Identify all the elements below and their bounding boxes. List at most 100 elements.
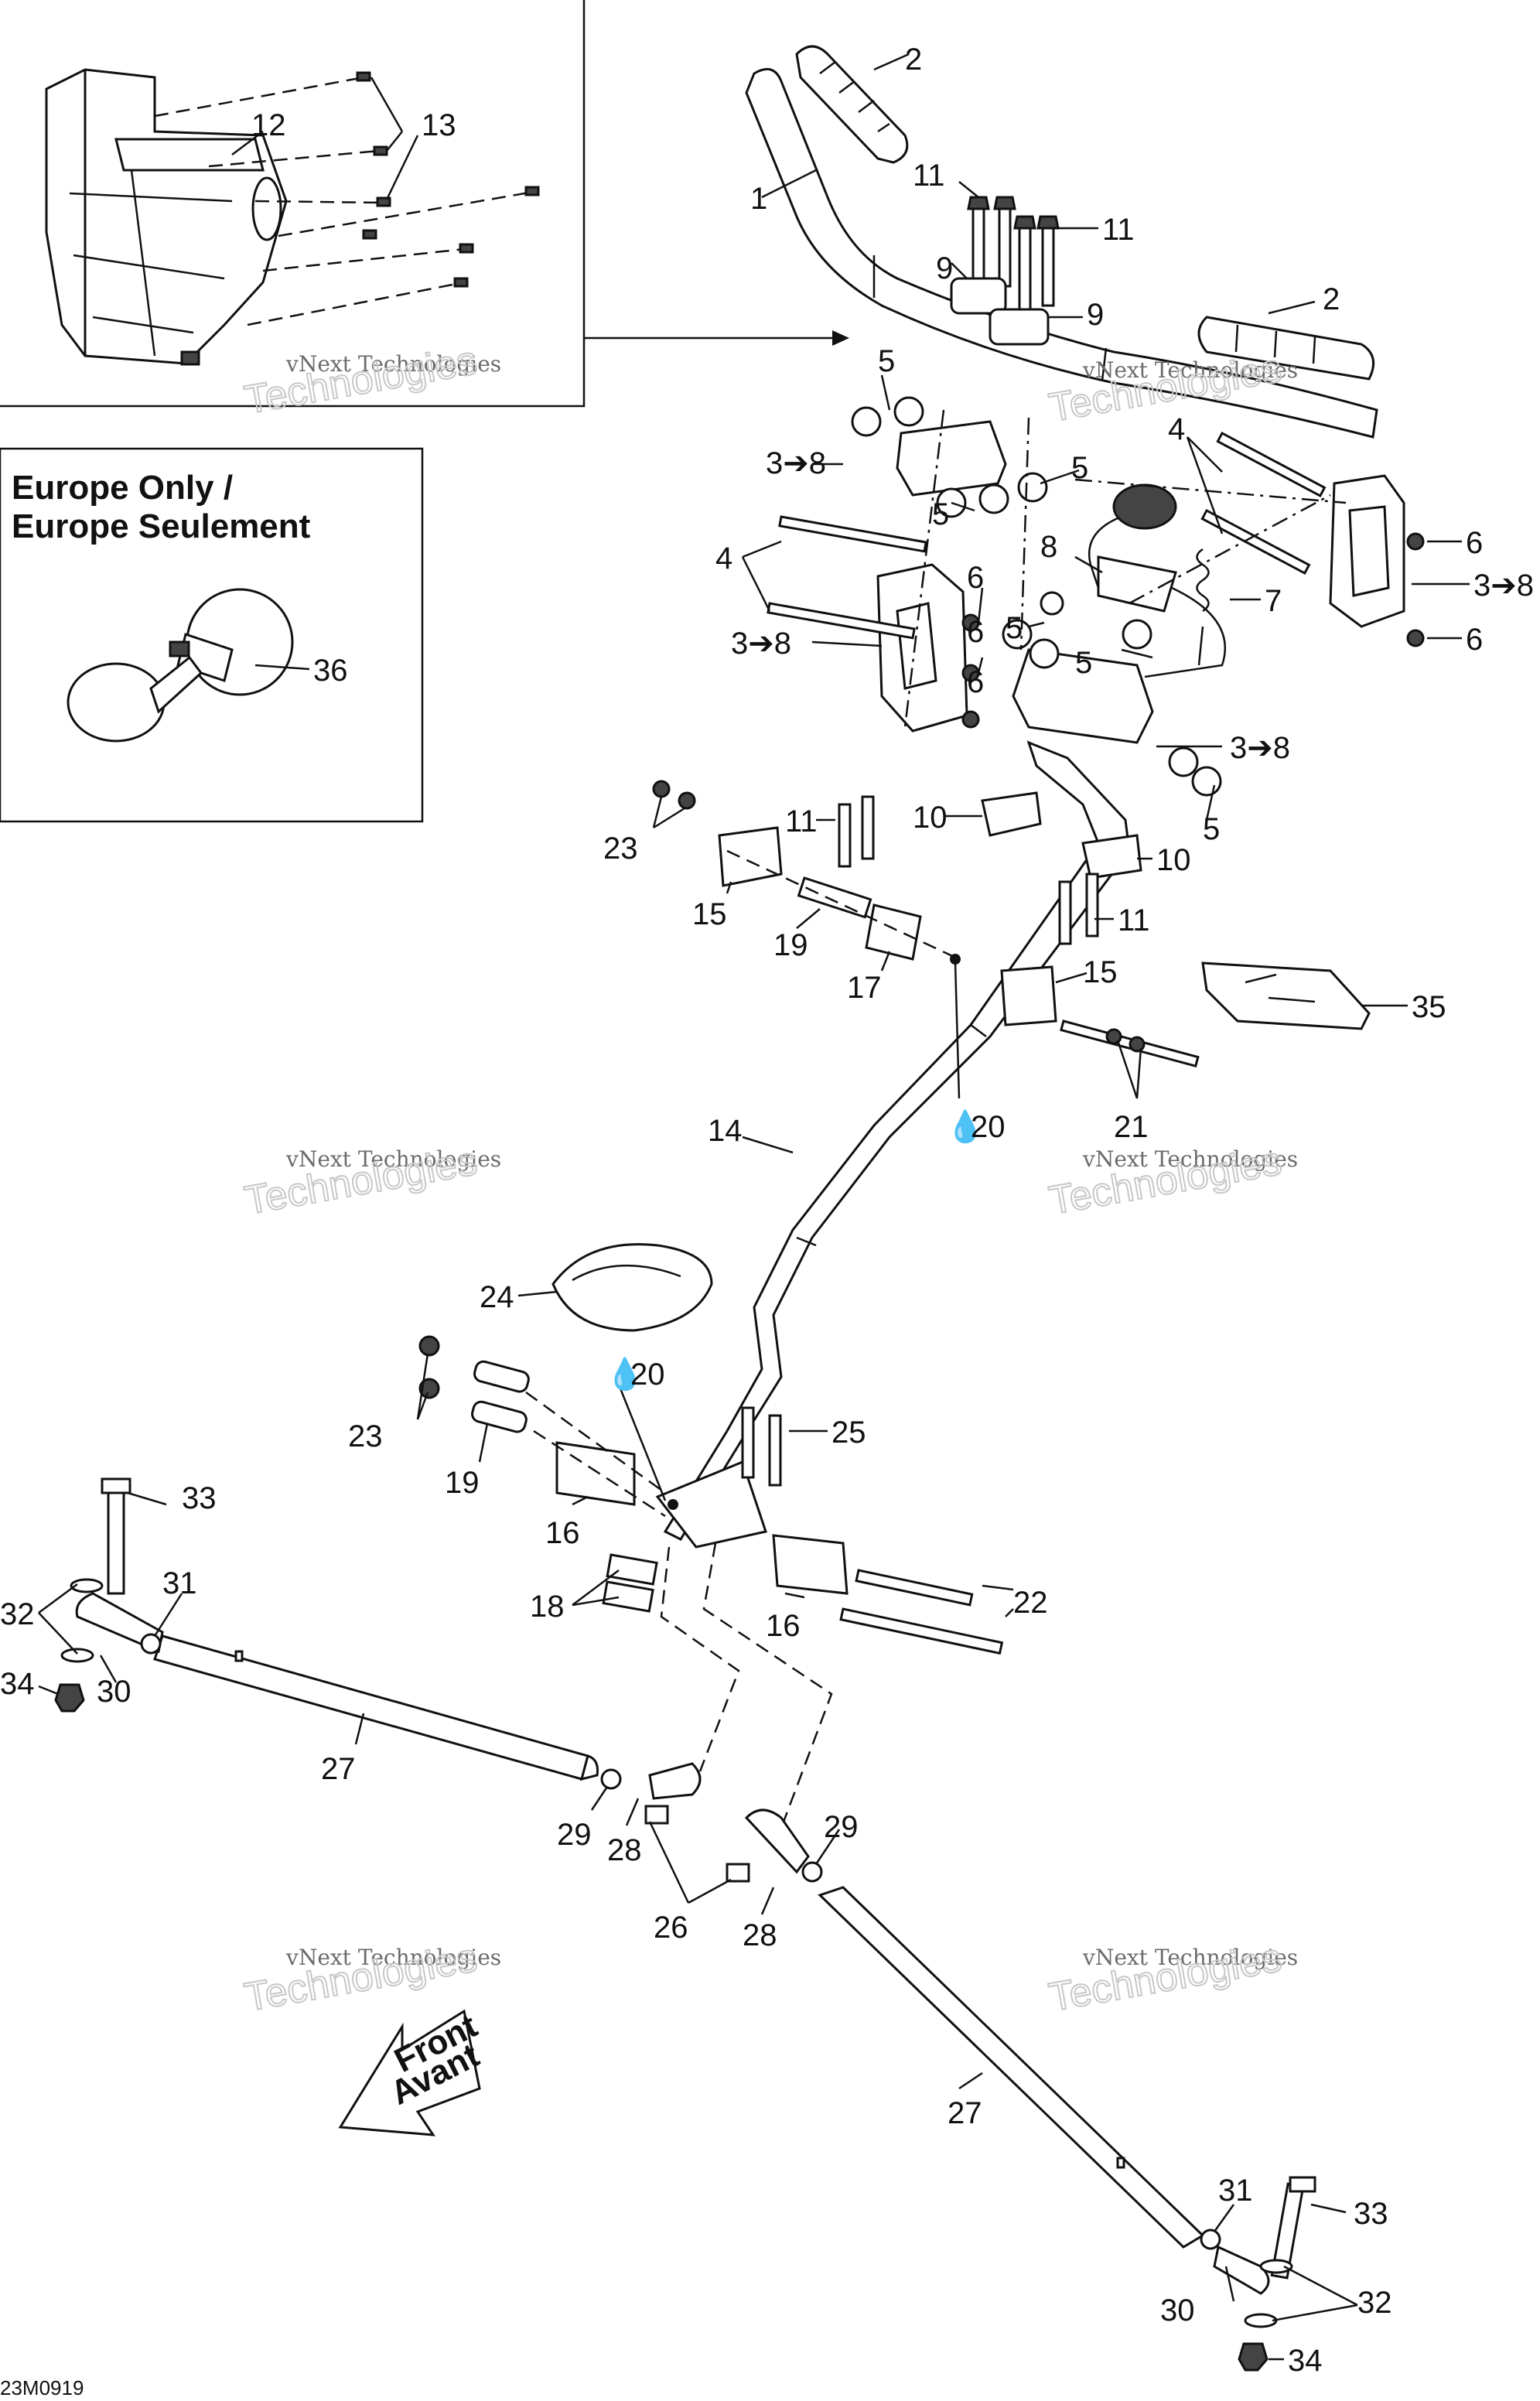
callout-29b: 29 <box>824 1810 859 1844</box>
nut-31b <box>1200 2229 1221 2250</box>
europe-inset-title-line2: Europe Seulement <box>12 507 311 545</box>
grip-left <box>795 45 909 164</box>
tie-rod-end-30a <box>75 1592 164 1654</box>
callout-1: 1 <box>750 182 767 216</box>
callout-31b: 31 <box>1218 2174 1253 2208</box>
clamp-10a <box>981 791 1042 837</box>
bushing-15a <box>718 826 783 887</box>
callout-24: 24 <box>480 1280 514 1314</box>
watermark-text: vNext Technologies <box>1082 357 1298 383</box>
europe-inset-frame <box>0 447 424 823</box>
watermark-text: vNext Technologies <box>285 351 501 377</box>
diagram-code: 23M0919 <box>0 2376 84 2399</box>
callout-27a: 27 <box>321 1752 356 1786</box>
nut-31a <box>140 1633 162 1655</box>
bolts-top <box>967 196 1060 315</box>
callout-20a: 20 <box>971 1110 1006 1144</box>
callout-6d: 6 <box>967 615 984 649</box>
callout-36: 36 <box>313 654 348 688</box>
top-inset-frame <box>0 0 586 408</box>
callout-11a: 11 <box>913 159 945 193</box>
grease-point-20b <box>668 1499 678 1510</box>
callout-4a: 4 <box>1168 412 1185 446</box>
cover-screws <box>154 71 540 326</box>
boot-26b <box>726 1863 750 1883</box>
callout-32a: 32 <box>0 1597 35 1631</box>
callout-13: 13 <box>422 108 456 142</box>
callout-2b: 2 <box>1323 282 1340 316</box>
callout-11b: 11 <box>1102 213 1135 247</box>
tie-rod-end-28a <box>648 1762 702 1800</box>
horn-part <box>67 588 294 743</box>
callout-27b: 27 <box>948 2096 982 2130</box>
nut-23a <box>652 780 671 798</box>
inset-arrow-head <box>832 330 849 346</box>
bolt-33a <box>107 1484 125 1595</box>
callout-14: 14 <box>708 1114 743 1148</box>
tie-rod-end-28b <box>744 1808 810 1874</box>
nut-29b <box>801 1861 823 1883</box>
bushing-18b <box>602 1580 654 1613</box>
callout-20a-drop: 💧 <box>946 1108 985 1144</box>
washer-32c <box>1259 2259 1293 2274</box>
callout-20b: 20 <box>630 1358 665 1392</box>
bolt-4a <box>778 515 927 553</box>
bolt-11c <box>1058 880 1072 945</box>
bolt-11d <box>1085 873 1099 938</box>
clamp-9b <box>989 308 1050 346</box>
callout-17: 17 <box>847 971 882 1005</box>
callout-3b: 3➔8 <box>1473 569 1534 603</box>
washer-32b <box>60 1648 94 1663</box>
nut-29a <box>600 1768 622 1790</box>
callout-10a: 10 <box>913 801 948 835</box>
callout-10b: 10 <box>1156 843 1191 877</box>
bushing-17 <box>865 903 922 961</box>
callout-28a: 28 <box>607 1833 642 1867</box>
bolt-11b <box>861 795 875 860</box>
callout-labels: 1 2 2 11 11 9 9 5 3➔8 5 5 4 4 6 3➔8 6 8 … <box>0 43 1534 2378</box>
callout-6e: 6 <box>967 665 984 699</box>
washer-32d <box>1244 2313 1278 2328</box>
callout-30a: 30 <box>97 1675 131 1709</box>
bolt-4c <box>1216 431 1327 498</box>
callout-21: 21 <box>1114 1110 1149 1144</box>
clamp-9a <box>950 277 1007 315</box>
handlebar-part <box>745 67 1378 439</box>
callout-16b: 16 <box>766 1609 801 1643</box>
callout-34b: 34 <box>1288 2344 1323 2378</box>
callout-5f: 5 <box>1203 812 1220 846</box>
callout-35: 35 <box>1412 990 1446 1024</box>
tie-rod-right <box>818 1886 1205 2249</box>
switch-part <box>1088 483 1177 613</box>
riser-upper-left <box>851 396 1048 518</box>
callout-3a: 3➔8 <box>766 446 826 480</box>
bolt-22b <box>839 1607 1004 1655</box>
callout-23b: 23 <box>348 1419 383 1453</box>
callout-12: 12 <box>251 108 286 142</box>
pin-19b <box>473 1360 530 1393</box>
riser-plate-right <box>1329 474 1425 647</box>
nut-23d <box>418 1378 440 1399</box>
bushing-18a <box>606 1553 658 1586</box>
callout-6a: 6 <box>1466 526 1483 560</box>
callout-30b: 30 <box>1160 2293 1195 2328</box>
callout-20b-drop: 💧 <box>606 1356 644 1392</box>
callout-28b: 28 <box>743 1918 777 1952</box>
boot-26a <box>644 1805 669 1825</box>
callout-11c: 11 <box>785 804 818 838</box>
callout-25: 25 <box>831 1416 866 1450</box>
watermark-text: vNext Technologies <box>285 1945 501 1970</box>
bolt-11a <box>838 803 852 868</box>
bolt-25a <box>741 1406 755 1479</box>
callout-31a: 31 <box>162 1566 197 1600</box>
callout-5e: 5 <box>1075 646 1092 680</box>
callout-33a: 33 <box>182 1481 217 1515</box>
bracket-lower <box>655 1460 767 1549</box>
callout-22: 22 <box>1013 1586 1048 1620</box>
nut-34b <box>1238 2342 1269 2372</box>
pin-19a <box>797 876 872 919</box>
callout-15b: 15 <box>1083 955 1118 989</box>
callout-19a: 19 <box>773 928 808 962</box>
riser-lower <box>1002 591 1222 797</box>
